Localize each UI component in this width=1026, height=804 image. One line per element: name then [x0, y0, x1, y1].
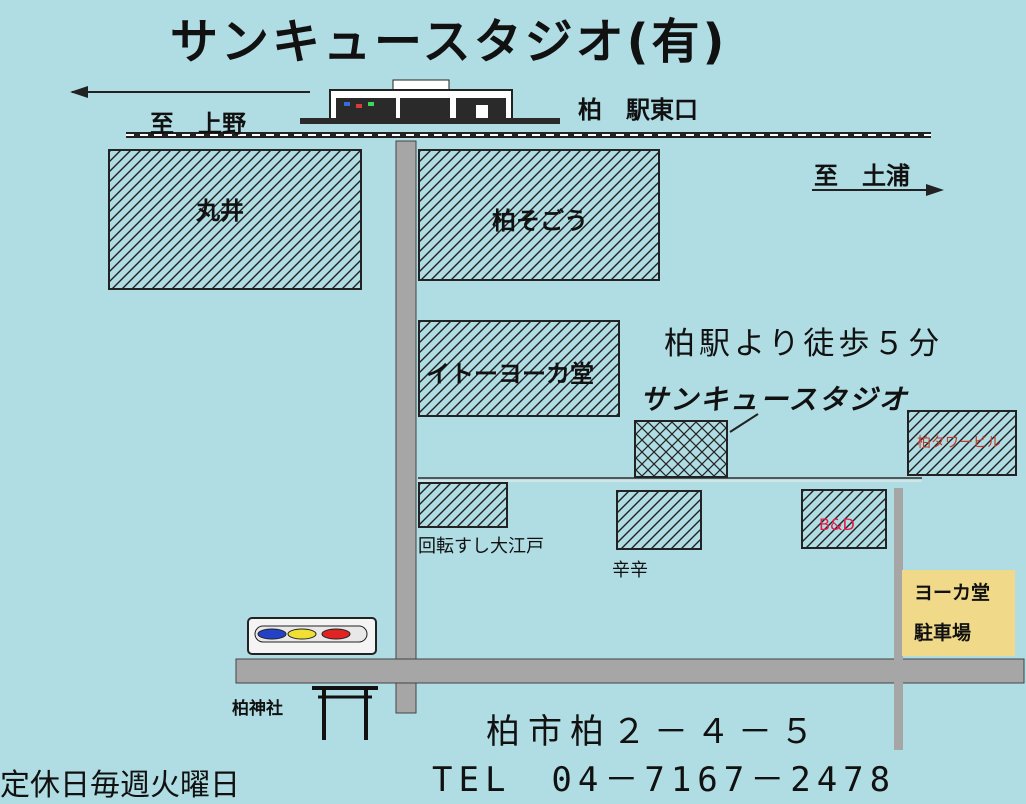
roads — [235, 140, 1025, 750]
building-sogo-label: 柏そごう — [492, 207, 588, 235]
building-bd: B&D — [801, 489, 887, 549]
direction-ueno: 至 上野 — [150, 110, 246, 138]
building-kaiten-sushi — [418, 482, 508, 528]
parking-label-line1: ヨーカ堂 — [914, 582, 991, 604]
building-itoyokado-label: イトーヨーカ堂 — [426, 360, 594, 388]
kaiten-sushi-label: 回転すし大江戸 — [418, 536, 544, 557]
address: 柏市柏２－４－５ — [486, 712, 822, 752]
building-karakara — [616, 490, 702, 550]
arrow-right-icon — [812, 184, 944, 196]
building-studio — [634, 420, 728, 478]
studio-pointer — [729, 413, 759, 433]
torii-icon — [312, 686, 378, 740]
station-building-icon — [300, 79, 560, 124]
karakara-label: 辛辛 — [612, 560, 648, 581]
walk-note: 柏駅より徒歩５分 — [664, 326, 944, 362]
building-marui-label: 丸井 — [196, 197, 244, 225]
parking-label-line2: 駐車場 — [914, 622, 972, 644]
parking-lot: ヨーカ堂 駐車場 — [902, 570, 1015, 656]
arrow-left-icon — [70, 86, 310, 98]
building-tower: 柏タワービル — [907, 410, 1017, 476]
shrine-label: 柏神社 — [232, 699, 283, 719]
railway-track — [126, 132, 931, 138]
building-marui: 丸井 — [108, 149, 362, 290]
direction-tsuchiura: 至 土浦 — [814, 162, 910, 190]
holiday-note: 定休日毎週火曜日 — [0, 768, 240, 803]
building-itoyokado: イトーヨーカ堂 — [418, 320, 620, 417]
studio-label: サンキュースタジオ — [640, 383, 909, 416]
building-tower-label: 柏タワービル — [917, 435, 1001, 451]
page-title: サンキュースタジオ(有) — [170, 14, 728, 70]
building-sogo: 柏そごう — [418, 149, 660, 281]
building-bd-label: B&D — [819, 515, 855, 534]
telephone: TEL 04－7167－2478 — [432, 760, 897, 800]
shrine-landmark-icon — [247, 617, 377, 655]
station-name: 柏 駅東口 — [578, 96, 698, 124]
